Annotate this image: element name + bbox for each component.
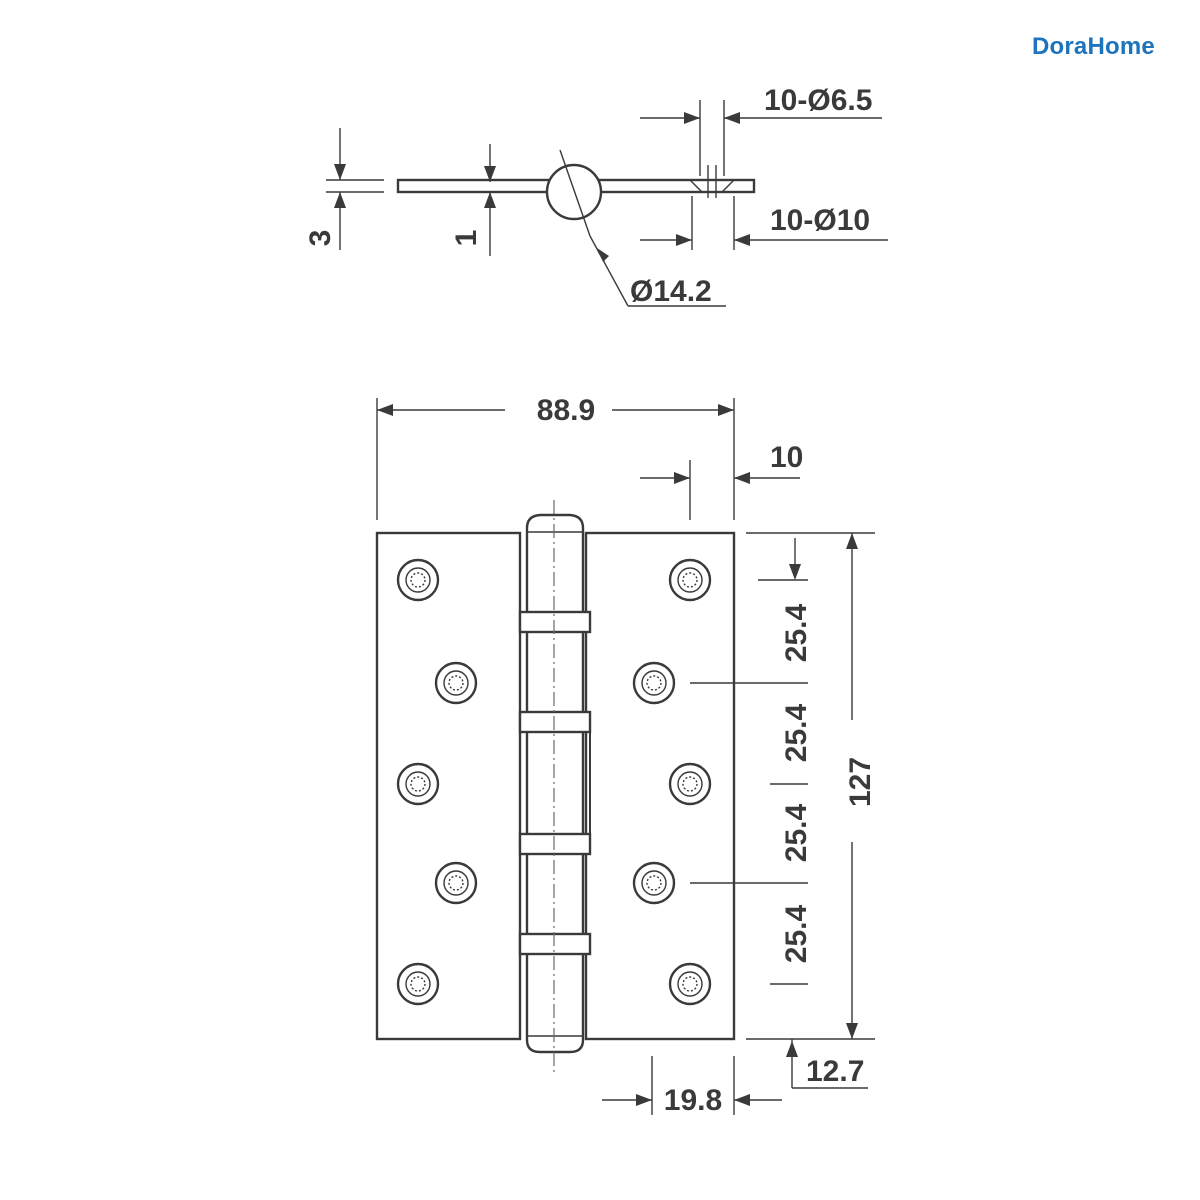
- screw-hole: [396, 762, 440, 806]
- height-label: 127: [844, 757, 877, 807]
- bottom-offset-label: 12.7: [806, 1055, 864, 1088]
- dorahome-logo: DoraHome: [1032, 33, 1155, 60]
- screw-hole: [396, 558, 440, 602]
- screw-hole: [668, 558, 712, 602]
- screw-hole: [396, 962, 440, 1006]
- right-leaf: [584, 531, 736, 1041]
- pitch-label-4: 25.4: [780, 904, 813, 963]
- knuckle-diameter-label: Ø14.2: [630, 275, 712, 308]
- leaf-thickness-label: 1: [450, 230, 483, 247]
- countersink-label: 10-Ø10: [770, 204, 870, 237]
- screw-hole: [632, 661, 676, 705]
- hinge-barrel: [525, 513, 585, 1054]
- pitch-label-1: 25.4: [780, 603, 813, 662]
- pitch-label-3: 25.4: [780, 803, 813, 862]
- width-label: 88.9: [537, 394, 595, 427]
- screw-hole: [434, 861, 478, 905]
- thickness-label: 3: [304, 230, 337, 247]
- screw-hole-label: 10-Ø6.5: [764, 84, 872, 117]
- countersink-hole: [689, 179, 735, 193]
- screw-hole: [668, 962, 712, 1006]
- front-view: 88.9 10 25.4 25.4 25.4 25.4 127 12.7 19.…: [375, 394, 877, 1117]
- screw-hole: [632, 861, 676, 905]
- screw-hole: [668, 762, 712, 806]
- screw-hole: [434, 661, 478, 705]
- edge-offset-label: 10: [770, 441, 803, 474]
- side-view: 10-Ø6.5 10-Ø10 Ø14.2 3 1: [304, 84, 888, 308]
- pitch-label-2: 25.4: [780, 703, 813, 762]
- knuckle-width-label: 19.8: [664, 1084, 722, 1117]
